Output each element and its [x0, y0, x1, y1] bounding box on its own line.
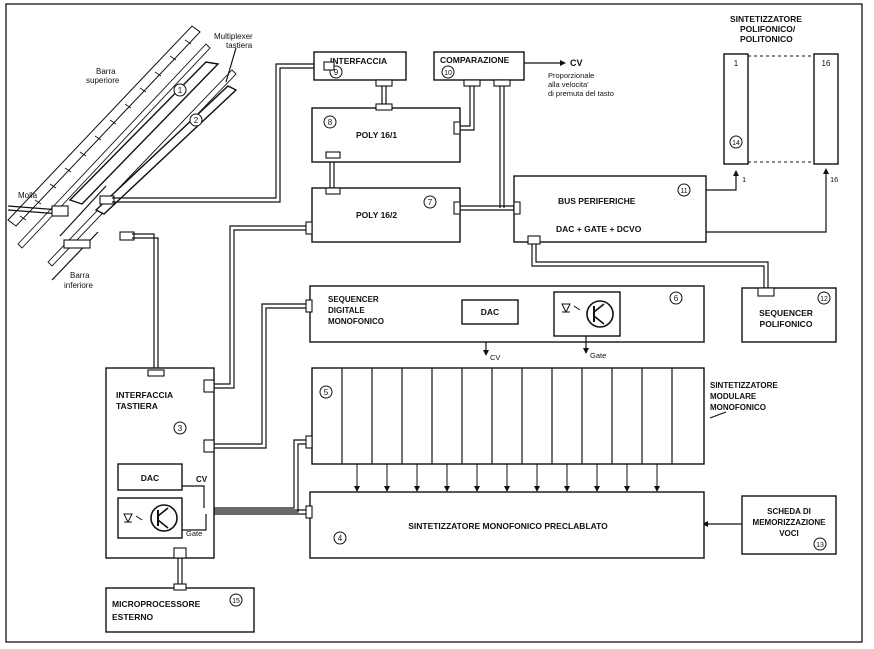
key-number-2: 2: [194, 116, 199, 125]
modulare-block: 5 SINTETIZZATORE MODULARE MONOFONICO: [311, 367, 778, 492]
lower-bar-label: Barra: [70, 271, 90, 280]
sequencer-digitale-block: SEQUENCER DIGITALE MONOFONICO DAC 6 CV G…: [309, 285, 705, 362]
synth-polifonico-out-16: 16: [830, 175, 838, 184]
multiplexer-label-2: tastiera: [226, 41, 253, 50]
lower-bar-label-2: inferiore: [64, 281, 93, 290]
sequencer-polifonico-block: 12 SEQUENCER POLIFONICO: [741, 287, 837, 343]
optocoupler-icon: [561, 300, 614, 328]
synth-polifonico-first: 1: [734, 59, 739, 68]
connector-stubs: [147, 61, 775, 591]
cv-out-label: CV: [570, 58, 583, 68]
sequencer-gate-label: Gate: [590, 351, 606, 360]
sequencer-polifonico-label-1: SEQUENCER: [759, 308, 813, 318]
synth-polifonico-out-1: 1: [742, 175, 746, 184]
scheda-label-3: VOCI: [779, 529, 799, 538]
sequencer-dac-label: DAC: [481, 307, 499, 317]
cv-note-line-3: di premuta del tasto: [548, 89, 614, 98]
sequencer-cv-label: CV: [490, 353, 500, 362]
bus-periferiche-sub: DAC + GATE + DCVO: [556, 224, 642, 234]
interfaccia-tastiera-gate: Gate: [186, 529, 202, 538]
interfaccia-tastiera-number: 3: [178, 424, 183, 433]
modulare-number: 5: [324, 388, 329, 397]
microprocessore-label-1: MICROPROCESSORE: [112, 599, 201, 609]
preclablato-block: SINTETIZZATORE MONOFONICO PRECLABLATO 4: [309, 491, 705, 559]
cv-note-line-1: Proporzionale: [548, 71, 594, 80]
comparazione-block: COMPARAZIONE 10 CV Proporzionale alla ve…: [433, 51, 614, 98]
interfaccia-tastiera-cv: CV: [196, 475, 208, 484]
modulare-title-3: MONOFONICO: [710, 403, 766, 412]
modulare-title-2: MODULARE: [710, 392, 757, 401]
multiplexer-label: Multiplexer: [214, 32, 253, 41]
interfaccia-tastiera-label-2: TASTIERA: [116, 401, 158, 411]
microprocessore-number: 15: [232, 598, 240, 605]
outer-frame: [5, 3, 863, 643]
cv-note-line-2: alla velocita': [548, 80, 589, 89]
bus-lines: [112, 60, 829, 590]
scheda-memorizzazione-block: SCHEDA DI MEMORIZZAZIONE VOCI 13: [741, 495, 837, 555]
sequencer-digitale-number: 6: [674, 294, 679, 303]
bus-periferiche-label: BUS PERIFERICHE: [558, 196, 636, 206]
sequencer-polifonico-label-2: POLIFONICO: [760, 319, 813, 329]
synth-polifonico-block: SINTETIZZATORE POLIFONICO/ POLITONICO 1 …: [723, 14, 839, 184]
spring-icon: [7, 205, 61, 211]
key-number-1: 1: [178, 86, 183, 95]
spring-label: Molla: [18, 191, 38, 200]
synth-polifonico-number: 14: [732, 140, 740, 147]
upper-bar-label-2: superiore: [86, 76, 120, 85]
interfaccia-number: 9: [334, 68, 339, 77]
transistor-icon: [123, 504, 178, 532]
upper-bar-label: Barra: [96, 67, 116, 76]
comparazione-number: 10: [444, 70, 452, 77]
synth-polifonico-title-1: SINTETIZZATORE: [730, 14, 802, 24]
interfaccia-tastiera-block: INTERFACCIA TASTIERA 3 DAC CV Gate: [105, 367, 215, 559]
sequencer-digitale-title-1: SEQUENCER: [328, 295, 379, 304]
scheda-label-1: SCHEDA DI: [767, 507, 811, 516]
poly-16-2-block: POLY 16/2 7: [311, 187, 461, 243]
interfaccia-tastiera-dac: DAC: [141, 473, 159, 483]
microprocessore-label-2: ESTERNO: [112, 612, 153, 622]
bus-periferiche-number: 11: [680, 188, 687, 195]
scheda-number: 13: [816, 542, 824, 549]
synth-polifonico-title-3: POLITONICO: [740, 34, 793, 44]
interfaccia-label: INTERFACCIA: [330, 56, 387, 66]
bus-periferiche-block: BUS PERIFERICHE DAC + GATE + DCVO 11: [513, 175, 707, 243]
poly-16-1-label: POLY 16/1: [356, 130, 397, 140]
sequencer-digitale-title-3: MONOFONICO: [328, 317, 384, 326]
synth-polifonico-title-2: POLIFONICO/: [740, 24, 796, 34]
sequencer-digitale-title-2: DIGITALE: [328, 306, 365, 315]
poly-16-2-number: 7: [428, 198, 433, 207]
sequencer-polifonico-number: 12: [820, 296, 828, 303]
comparazione-label: COMPARAZIONE: [440, 55, 510, 65]
modulare-title-1: SINTETIZZATORE: [710, 381, 778, 390]
synth-polifonico-last: 16: [822, 59, 831, 68]
poly-16-1-number: 8: [328, 118, 333, 127]
interfaccia-tastiera-label-1: INTERFACCIA: [116, 390, 173, 400]
microprocessore-block: MICROPROCESSORE ESTERNO 15: [105, 587, 255, 633]
scheda-label-2: MEMORIZZAZIONE: [753, 518, 827, 527]
preclablato-number: 4: [338, 534, 343, 543]
keyboard-mechanism: 1 2 Multiplexer tastiera Barra superiore…: [7, 25, 253, 290]
poly-16-2-label: POLY 16/2: [356, 210, 397, 220]
preclablato-label: SINTETIZZATORE MONOFONICO PRECLABLATO: [408, 521, 608, 531]
